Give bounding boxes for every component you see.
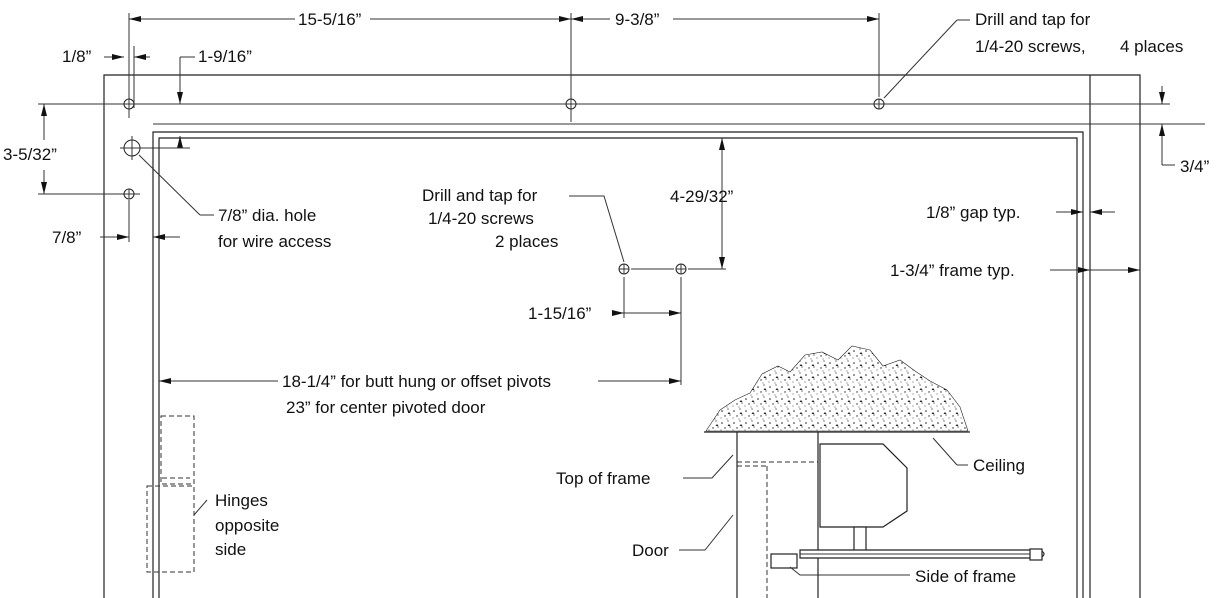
callout-hinges-line2: opposite bbox=[215, 516, 279, 535]
frame-arrows bbox=[1050, 267, 1140, 273]
operator-housing bbox=[819, 443, 908, 528]
hinge-outlines bbox=[146, 415, 195, 573]
callout-mid-drill-line3: 2 places bbox=[495, 232, 558, 251]
vertical-offset-dimension bbox=[140, 56, 195, 149]
callout-frame: 1-3/4” frame typ. bbox=[890, 261, 1015, 280]
dim-middle-hole-spacing: 1-15/16” bbox=[528, 304, 592, 323]
hole-middle-right bbox=[675, 263, 687, 275]
label-ceiling: Ceiling bbox=[973, 456, 1025, 475]
callout-hinges-line1: Hinges bbox=[215, 491, 268, 510]
wire-access-hole bbox=[120, 136, 144, 160]
hole-top-center bbox=[565, 98, 577, 110]
leader-top-of-frame bbox=[683, 454, 734, 479]
callout-hinges-line3: side bbox=[215, 540, 246, 559]
right-top-dimension bbox=[1159, 86, 1175, 166]
callout-offset-line2: 23” for center pivoted door bbox=[286, 398, 486, 417]
door-frame bbox=[103, 74, 1205, 598]
leader-ceiling bbox=[932, 437, 958, 466]
callout-offset-line1: 18-1/4” for butt hung or offset pivots bbox=[282, 372, 551, 391]
leader-door bbox=[679, 514, 734, 551]
dim-vertical-offset: 1-9/16” bbox=[198, 47, 252, 66]
dim-top-right: 9-3/8” bbox=[615, 10, 660, 29]
middle-depth-dimension bbox=[719, 138, 725, 269]
side-hole-offset-dimension bbox=[100, 200, 180, 242]
callout-mid-drill-line1: Drill and tap for bbox=[422, 186, 538, 205]
installation-detail bbox=[704, 345, 1045, 598]
vertical-span-dimension bbox=[38, 104, 140, 195]
callout-top-drill-line2: 1/4-20 screws, bbox=[975, 37, 1086, 56]
leader-hinges bbox=[193, 499, 208, 516]
callout-mid-drill-line2: 1/4-20 screws bbox=[428, 209, 534, 228]
mounting-holes bbox=[120, 98, 885, 275]
dim-side-hole-offset: 7/8” bbox=[52, 228, 82, 247]
leader-wire-hole bbox=[138, 154, 201, 216]
gap-arrows bbox=[1056, 209, 1115, 215]
callout-top-drill-places: 4 places bbox=[1120, 37, 1183, 56]
callout-top-drill-line1: Drill and tap for bbox=[975, 10, 1091, 29]
offset-dimension bbox=[159, 378, 681, 384]
callout-gap: 1/8” gap typ. bbox=[926, 203, 1021, 222]
label-side-of-frame: Side of frame bbox=[915, 567, 1016, 586]
callout-wire-hole-line1: 7/8” dia. hole bbox=[218, 206, 316, 225]
edge-offset-dimension bbox=[104, 46, 150, 108]
leader-mid-drill bbox=[569, 195, 625, 263]
label-top-of-frame: Top of frame bbox=[556, 469, 651, 488]
callout-wire-hole-line2: for wire access bbox=[218, 232, 331, 251]
dim-top-left: 15-5/16” bbox=[298, 10, 362, 29]
hole-top-right bbox=[873, 98, 885, 110]
leader-top-drill bbox=[883, 19, 958, 99]
hole-middle-left bbox=[618, 263, 630, 275]
top-dimension-lines bbox=[128, 13, 880, 122]
middle-hole-spacing-dimension bbox=[612, 277, 682, 385]
ceiling-stipple bbox=[705, 345, 969, 432]
dim-right-top-offset: 3/4” bbox=[1180, 157, 1210, 176]
leader-side-of-frame bbox=[789, 566, 910, 576]
label-door: Door bbox=[632, 541, 669, 560]
dim-middle-depth: 4-29/32” bbox=[670, 187, 734, 206]
hole-top-left bbox=[123, 98, 135, 110]
dim-edge-offset: 1/8” bbox=[62, 47, 92, 66]
hole-side-lower bbox=[123, 188, 135, 200]
dim-vertical-span: 3-5/32” bbox=[3, 145, 57, 164]
